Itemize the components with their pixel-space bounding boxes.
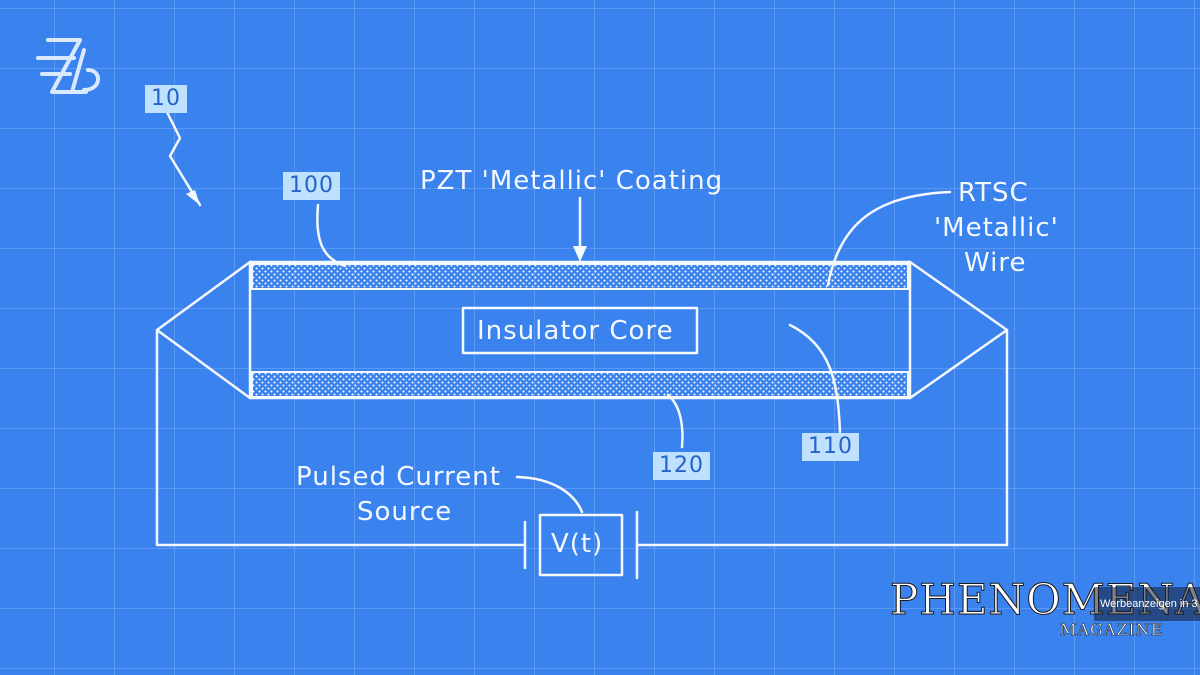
circuit-left-lead bbox=[155, 328, 527, 547]
insulator-core-box bbox=[461, 306, 699, 355]
ref-tag-110: 110 bbox=[802, 433, 859, 461]
left-end-cone bbox=[155, 260, 252, 400]
core-label: Insulator Core bbox=[477, 316, 674, 346]
voltage-source-label: V(t) bbox=[551, 529, 604, 559]
leader-source bbox=[515, 475, 584, 514]
wire-label-line3: Wire bbox=[964, 248, 1027, 278]
wire-label-line1: RTSC bbox=[958, 178, 1029, 208]
ref-tag-10: 10 bbox=[145, 85, 187, 113]
brand-subtitle: MAGAZINE bbox=[1060, 620, 1164, 640]
ad-countdown-notice[interactable]: Werbeanzeigen in 3 bbox=[1094, 587, 1200, 621]
logo-icon bbox=[36, 38, 100, 94]
leader-100 bbox=[316, 203, 347, 268]
wire-label-line2: 'Metallic' bbox=[934, 213, 1059, 243]
coating-strip-bottom bbox=[251, 371, 909, 398]
leader-110 bbox=[788, 323, 842, 434]
arrowhead-coating bbox=[573, 246, 587, 262]
coating-strip-top bbox=[251, 263, 909, 290]
voltage-source-box bbox=[538, 513, 624, 577]
ref-tag-120: 120 bbox=[653, 452, 710, 480]
source-label-line1: Pulsed Current bbox=[296, 462, 501, 492]
circuit-right-lead bbox=[635, 328, 1009, 547]
coating-label: PZT 'Metallic' Coating bbox=[420, 166, 724, 196]
right-end-cone bbox=[908, 260, 1009, 400]
source-label-line2: Source bbox=[357, 497, 453, 527]
arrowhead-10 bbox=[186, 190, 200, 205]
leader-10 bbox=[163, 106, 202, 207]
ref-tag-100: 100 bbox=[283, 172, 340, 200]
leader-120 bbox=[666, 393, 684, 449]
